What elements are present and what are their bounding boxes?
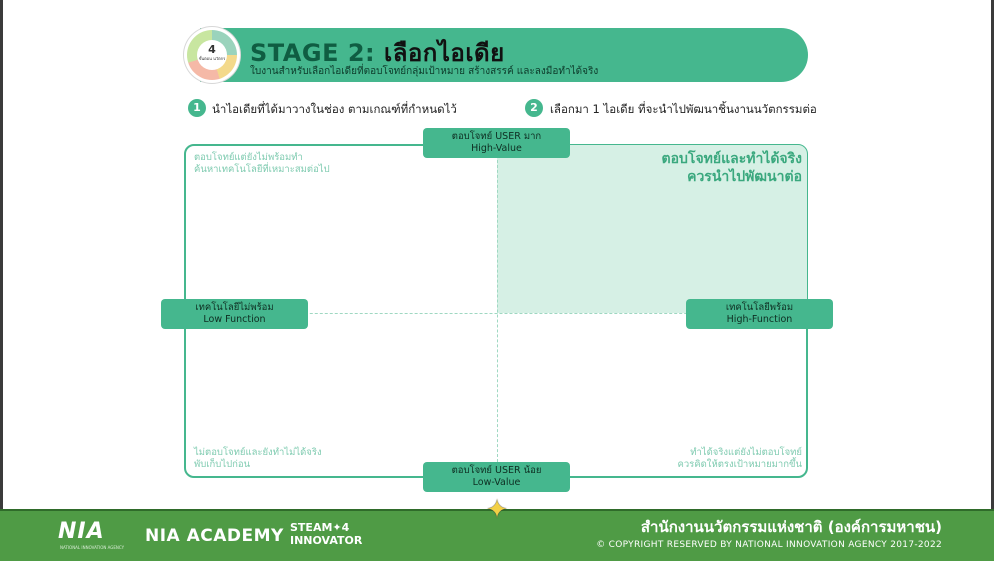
steam-logo-line1: STEAM✦4	[290, 521, 350, 534]
step-1-text: นำไอเดียที่ได้มาวางในช่อง ตามเกณฑ์ที่กำห…	[212, 102, 457, 116]
logo-text: ขั้นตอน นวัตกร	[198, 56, 226, 61]
header-banner	[200, 28, 808, 82]
page-title: STAGE 2: เลือกไอเดีย	[250, 33, 505, 72]
agency-name: สำนักงานนวัตกรรมแห่งชาติ (องค์การมหาชน)	[640, 518, 942, 536]
step-1-badge: 1	[188, 99, 206, 117]
axis-left-line2: Low Function	[203, 314, 266, 325]
axis-bottom-line1: ตอบโจทย์ USER น้อย	[451, 465, 542, 476]
quadrant-bottom-left-line1: ไม่ตอบโจทย์และยังทำไม่ได้จริง	[194, 447, 322, 458]
nia-logo-subtext: NATIONAL INNOVATION AGENCY	[60, 545, 125, 550]
axis-bottom-line2: Low-Value	[472, 477, 521, 488]
quadrant-bottom-left-note: ไม่ตอบโจทย์และยังทำไม่ได้จริง พับเก็บไปก…	[194, 447, 322, 471]
axis-left-line1: เทคโนโลยีไม่พร้อม	[195, 302, 274, 313]
quadrant-top-left-line2: ค้นหาเทคโนโลยีที่เหมาะสมต่อไป	[194, 164, 330, 175]
quadrant-top-left-note: ตอบโจทย์แต่ยังไม่พร้อมทำ ค้นหาเทคโนโลยีท…	[194, 152, 330, 176]
quadrant-bottom-right-line1: ทำได้จริงแต่ยังไม่ตอบโจทย์	[690, 447, 802, 458]
page-subtitle: ใบงานสำหรับเลือกไอเดียที่ตอบโจทย์กลุ่มเป…	[250, 66, 599, 77]
quadrant-top-right-line2: ควรนำไปพัฒนาต่อ	[687, 169, 802, 185]
matrix-horizontal-axis	[185, 313, 807, 314]
step-2-text: เลือกมา 1 ไอเดีย ที่จะนำไปพัฒนาชิ้นงานนว…	[550, 102, 817, 116]
quadrant-top-right-line1: ตอบโจทย์และทำได้จริง	[661, 151, 802, 167]
quadrant-bottom-right-line2: ควรคิดให้ตรงเป้าหมายมากขึ้น	[677, 459, 802, 470]
axis-label-high-value: ตอบโจทย์ USER มาก High-Value	[423, 128, 570, 158]
quadrant-top-left-line1: ตอบโจทย์แต่ยังไม่พร้อมทำ	[194, 152, 303, 163]
matrix-vertical-axis	[497, 145, 498, 477]
axis-label-low-function: เทคโนโลยีไม่พร้อม Low Function	[161, 299, 308, 329]
copyright-notice: © COPYRIGHT RESERVED BY NATIONAL INNOVAT…	[596, 540, 942, 550]
logo-number: 4	[208, 43, 216, 56]
steam-logo-line2: INNOVATOR	[290, 534, 363, 547]
axis-right-line1: เทคโนโลยีพร้อม	[725, 302, 794, 313]
frame-left-border	[0, 0, 3, 510]
stage-title-text: เลือกไอเดีย	[383, 39, 505, 67]
star-icon: ✦	[486, 495, 508, 525]
frame-right-border	[991, 0, 994, 510]
quadrant-top-right-note: ตอบโจทย์และทำได้จริง ควรนำไปพัฒนาต่อ	[662, 150, 802, 186]
quadrant-top-right-highlight	[497, 145, 807, 313]
footer-bar	[0, 509, 994, 561]
nia-academy-logo: NIA ACADEMY	[145, 526, 284, 546]
steam4-innovator-logo: STEAM✦4 INNOVATOR	[290, 521, 362, 547]
axis-label-low-value: ตอบโจทย์ USER น้อย Low-Value	[423, 462, 570, 492]
quadrant-bottom-left-line2: พับเก็บไปก่อน	[194, 459, 251, 470]
quadrant-bottom-right-note: ทำได้จริงแต่ยังไม่ตอบโจทย์ ควรคิดให้ตรงเ…	[677, 447, 802, 471]
logo-center: 4 ขั้นตอน นวัตกร	[197, 40, 227, 70]
axis-right-line2: High-Function	[726, 314, 793, 325]
nia-logo: NIA	[58, 519, 105, 544]
stage-label: STAGE 2:	[250, 39, 376, 67]
axis-top-line1: ตอบโจทย์ USER มาก	[451, 131, 542, 142]
axis-top-line2: High-Value	[471, 143, 522, 154]
axis-label-high-function: เทคโนโลยีพร้อม High-Function	[686, 299, 833, 329]
innovator-steps-logo: 4 ขั้นตอน นวัตกร	[184, 27, 240, 83]
step-2-badge: 2	[525, 99, 543, 117]
